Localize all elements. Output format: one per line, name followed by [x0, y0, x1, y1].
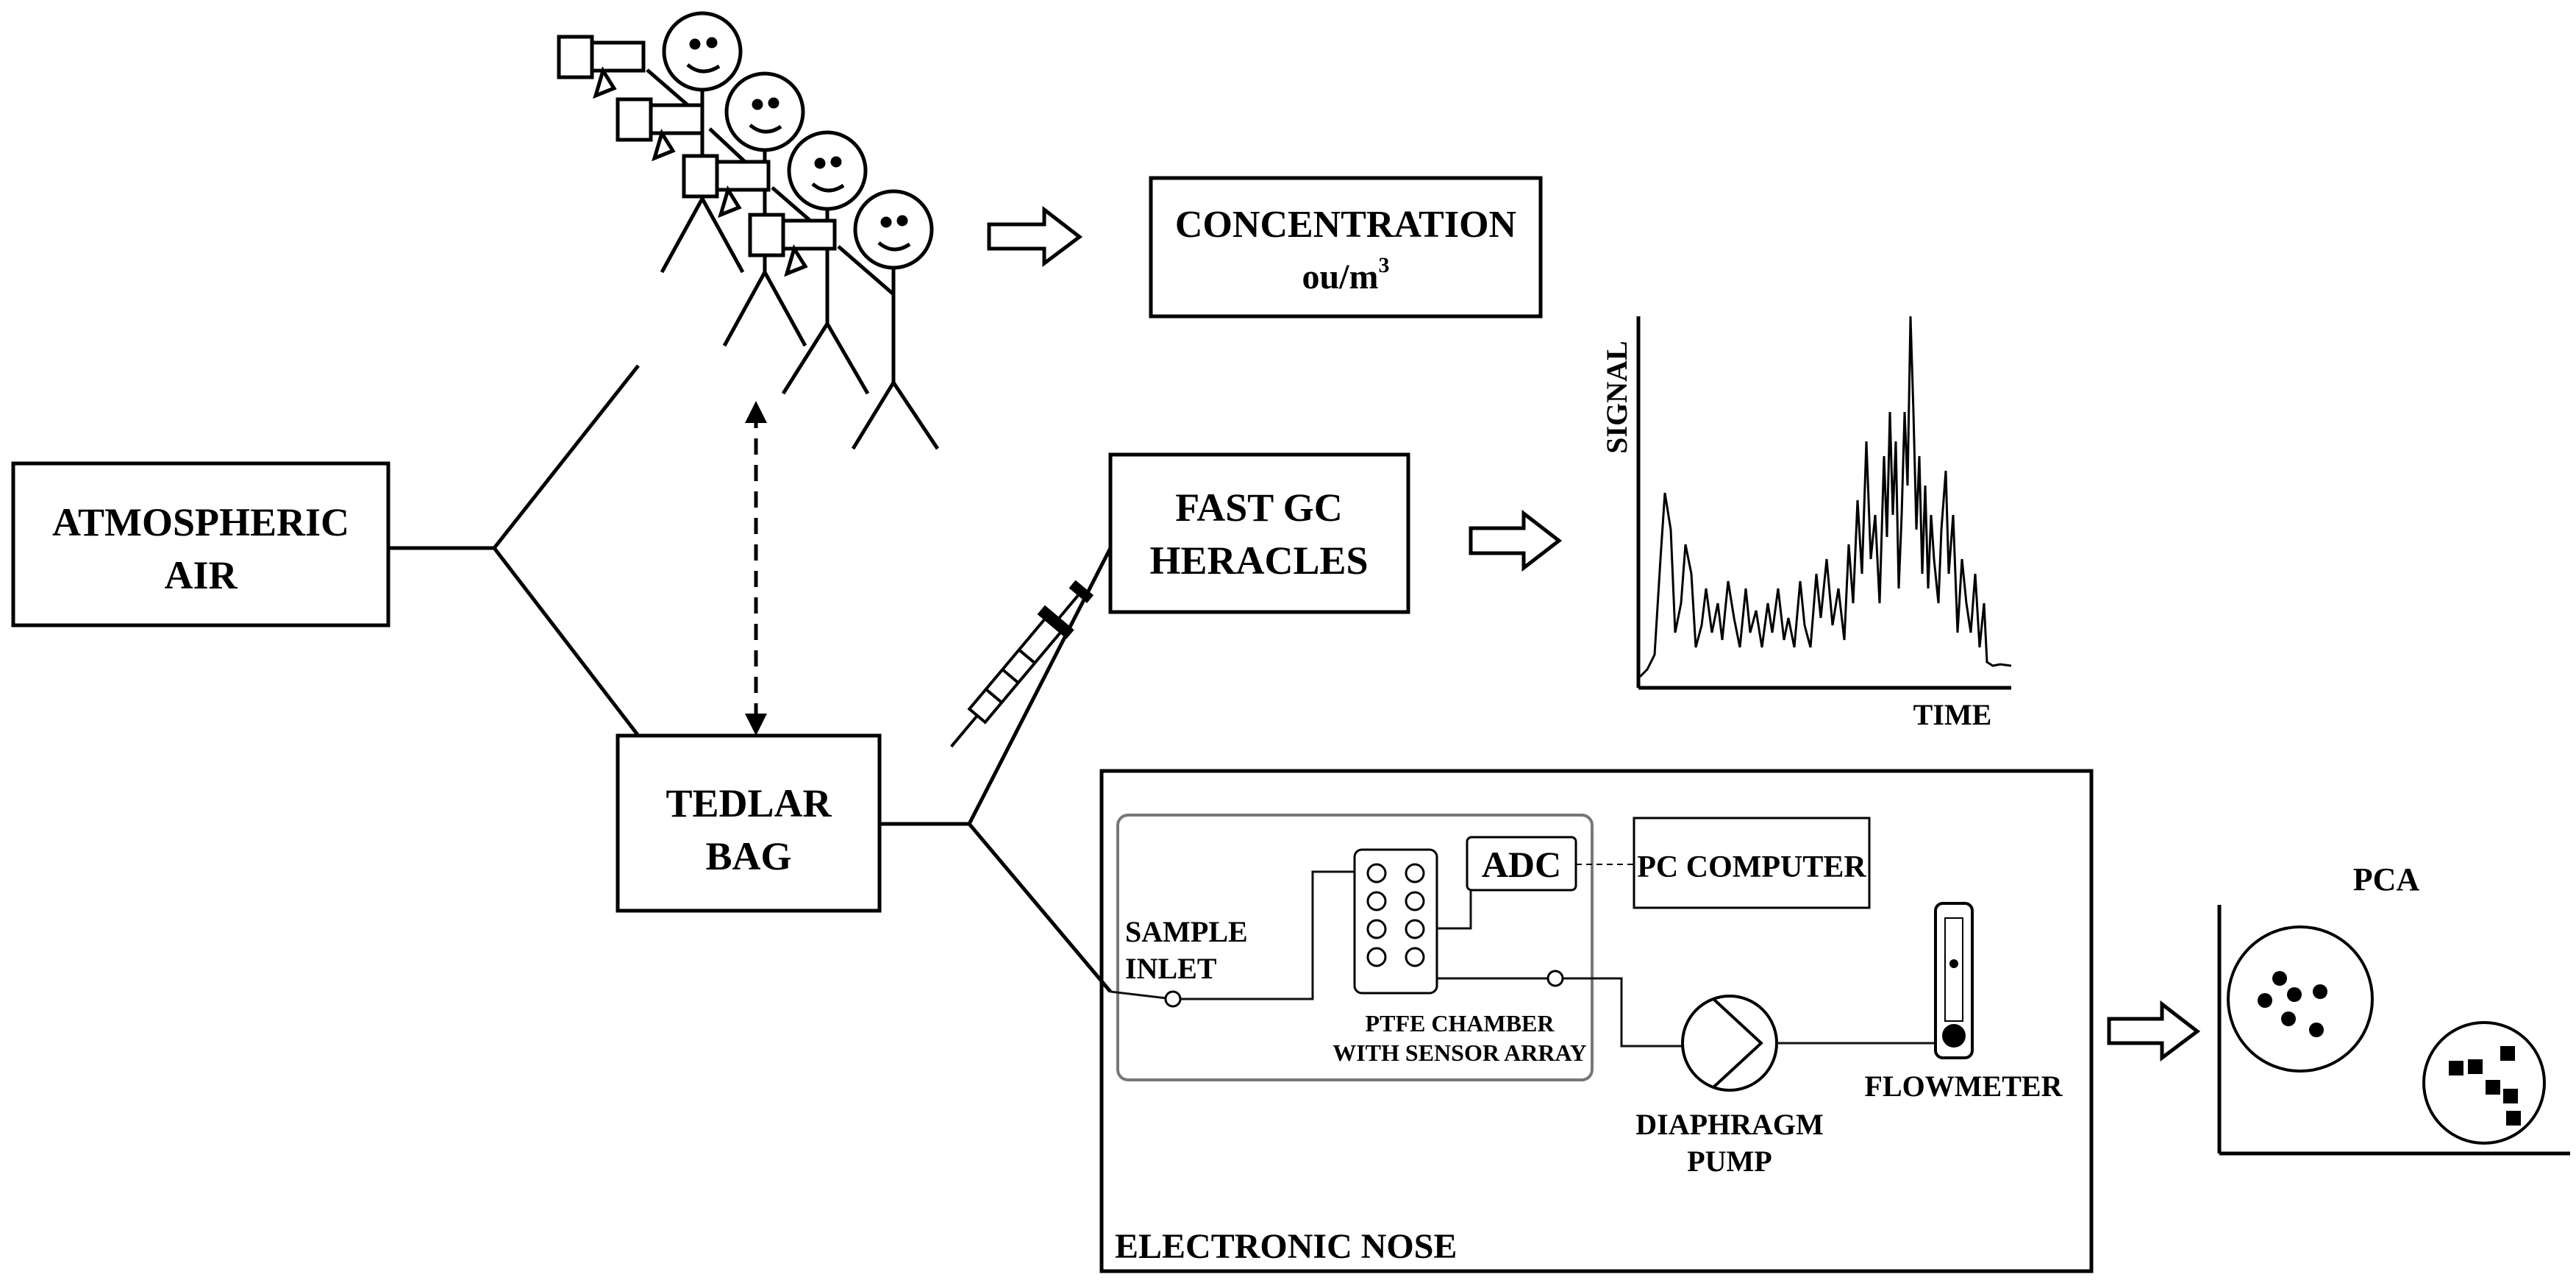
sensor-array	[1366, 863, 1425, 967]
block-arrow-to-chromatogram	[1469, 509, 1563, 572]
pca-point	[2281, 1011, 2296, 1026]
pca-point	[2313, 984, 2327, 999]
tedlar-bag-label-line1: TEDLAR	[666, 781, 832, 825]
atmospheric-air-label-line2: AIR	[164, 553, 238, 597]
concentration-unit-base: ou/m	[1302, 257, 1378, 296]
concentration-label: CONCENTRATION	[1175, 204, 1516, 246]
pca-point	[2309, 1023, 2324, 1037]
sample-inlet-label-line1: SAMPLE	[1125, 915, 1248, 948]
sensor-element	[1366, 919, 1387, 939]
pca-point	[2272, 971, 2287, 986]
panelist-figure	[682, 130, 870, 395]
block-arrow-to-concentration	[987, 205, 1083, 267]
tedlar-bag-label-line2: BAG	[705, 834, 791, 878]
panelist-figure	[557, 11, 745, 274]
adc-label: ADC	[1482, 844, 1561, 885]
pca-point	[2486, 1080, 2500, 1095]
atmospheric-air-box: ATMOSPHERIC AIR	[11, 461, 390, 627]
pca-cluster-circles-points	[2258, 971, 2327, 1037]
chromatogram-plot: SIGNAL TIME	[1600, 316, 2012, 731]
concentration-unit-exponent: 3	[1379, 253, 1390, 277]
sensor-element	[1366, 891, 1387, 911]
outlet-port	[1546, 970, 1564, 987]
electronic-nose-title: ELECTRONIC NOSE	[1115, 1227, 1457, 1266]
pca-point	[2468, 1059, 2483, 1074]
pump-flowmeter-tube	[1777, 1030, 1943, 1045]
pca-title: PCA	[2353, 861, 2420, 897]
pca-point	[2503, 1089, 2518, 1103]
atmospheric-air-label-line1: ATMOSPHERIC	[52, 500, 349, 544]
chromatogram-trace	[1638, 316, 2012, 678]
flowmeter-icon	[1934, 902, 1974, 1059]
pca-point	[2258, 993, 2272, 1008]
diaphragm-pump-label-line2: PUMP	[1687, 1145, 1772, 1178]
pca-point	[2449, 1061, 2463, 1075]
pca-point	[2287, 987, 2302, 1002]
outlet-tube	[1437, 977, 1683, 1048]
chamber-adc-wire	[1437, 890, 1472, 930]
pca-point	[2506, 1111, 2521, 1126]
bag-split-connectors	[880, 547, 1113, 993]
pca-cluster-squares-points	[2449, 1046, 2521, 1126]
sensor-element	[1405, 863, 1425, 883]
pca-point	[2500, 1046, 2515, 1061]
diaphragm-pump-label-line1: DIAPHRAGM	[1635, 1108, 1824, 1141]
sample-inlet-port	[1164, 990, 1182, 1008]
sensor-element	[1405, 919, 1425, 939]
electronic-nose-box: ELECTRONIC NOSE SAMPLE INLET PTFE CHAMBE…	[1099, 769, 2094, 1273]
syringe-icon	[950, 580, 1094, 748]
diaphragm-pump	[1681, 995, 1778, 1092]
concentration-box: CONCENTRATION ou/m3	[1149, 176, 1543, 319]
tedlar-bag-box: TEDLAR BAG	[616, 733, 882, 913]
odour-panel-figures	[557, 11, 940, 450]
chromatogram-ylabel: SIGNAL	[1600, 341, 1633, 453]
pca-plot: PCA	[2217, 861, 2570, 1156]
inlet-tube	[1110, 870, 1355, 1000]
sensor-element	[1366, 947, 1387, 967]
ptfe-chamber-label-line1: PTFE CHAMBER	[1366, 1010, 1555, 1037]
panelist-figure	[748, 189, 940, 450]
chromatogram-xlabel: TIME	[1913, 698, 1992, 731]
ptfe-chamber-label-line2: WITH SENSOR ARRAY	[1332, 1039, 1587, 1066]
pc-computer-label: PC COMPUTER	[1637, 850, 1866, 884]
fast-gc-label-line1: FAST GC	[1175, 486, 1343, 530]
sensor-element	[1405, 947, 1425, 967]
sensor-element	[1405, 891, 1425, 911]
flowmeter-label: FLOWMETER	[1865, 1070, 2063, 1103]
pc-computer-box	[1633, 817, 1871, 909]
panelist-figure	[616, 71, 807, 347]
sensor-housing	[1116, 814, 1594, 1081]
air-split-connectors	[388, 364, 640, 737]
sensor-element	[1366, 863, 1387, 883]
pca-cluster-squares	[2422, 1021, 2546, 1145]
sample-inlet-label-line2: INLET	[1125, 952, 1217, 985]
block-arrow-to-pca	[2107, 1000, 2201, 1062]
concentration-unit: ou/m3	[1302, 253, 1389, 296]
fast-gc-box: FAST GC HERACLES	[1108, 452, 1410, 614]
fast-gc-label-line2: HERACLES	[1149, 538, 1368, 583]
